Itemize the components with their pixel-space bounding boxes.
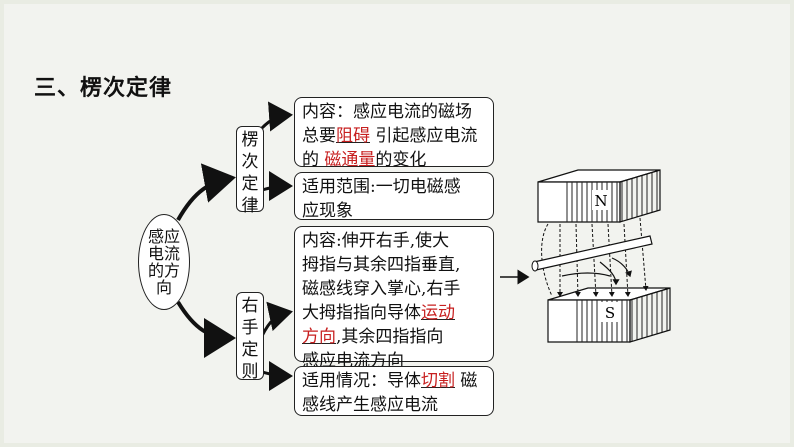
answer-blank: 阻碍 — [336, 126, 370, 146]
answer-blank: 磁通量 — [324, 150, 376, 170]
north-pole-magnet — [537, 169, 661, 223]
south-pole-label: S — [605, 304, 615, 322]
conductor-rod — [531, 235, 653, 272]
right-hand-usage-box: 适用情况：导体切割 磁 感线产生感应电流 — [294, 366, 494, 416]
induced-current-direction-node: 感应 电流 的方 向 — [138, 214, 190, 310]
lenz-scope-box: 适用范围:一切电磁感 应现象 — [294, 172, 494, 221]
lenz-law-label: 楞次 定律 — [236, 126, 264, 216]
answer-blank: 运动 — [421, 303, 455, 323]
answer-blank: 方向 — [302, 327, 336, 347]
right-hand-rule-label: 右手 定则 — [236, 292, 264, 382]
right-hand-content-box: 内容:伸开右手,使大 拇指与其余四指垂直, 磁感线穿入掌心,右手 大拇指指向导体… — [294, 226, 494, 371]
section-title: 三、楞次定律 — [34, 76, 173, 101]
answer-blank: 切割 — [421, 371, 455, 391]
north-pole-label: N — [594, 192, 607, 210]
lenz-content-box: 内容：感应电流的磁场 总要阻碍 引起感应电流 的 磁通量的变化 — [294, 97, 494, 170]
